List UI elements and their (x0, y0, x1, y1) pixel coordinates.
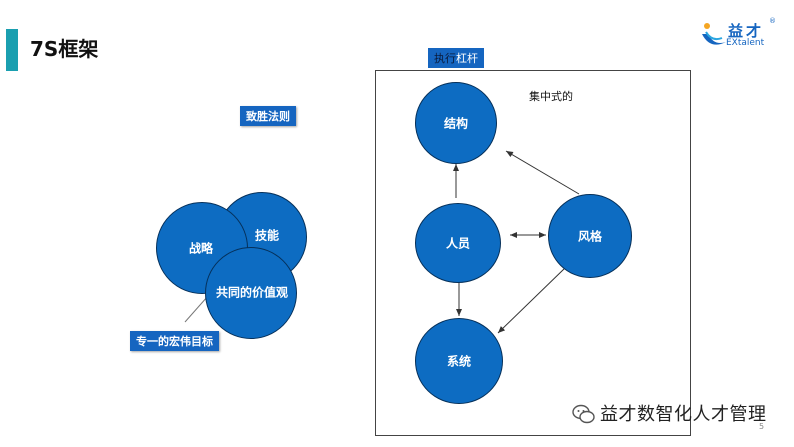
logo-registered-mark: ® (769, 17, 776, 25)
systems-node (415, 318, 503, 404)
shared-values-label: 共同的价值观 (215, 285, 289, 300)
slide-title: 7S框架 (30, 37, 99, 61)
winning-rule-label: 致胜法则 (240, 106, 296, 126)
arrow-style-to-systems (497, 267, 566, 334)
systems-label: 系统 (446, 354, 472, 369)
company-logo: 益才 ® EXtalent (700, 17, 778, 54)
shared-values-circle (205, 247, 297, 339)
execution-lever-label: 执行杠杆 (428, 48, 484, 68)
skills-label: 技能 (254, 228, 280, 243)
strategy-label: 战略 (188, 241, 214, 256)
execution-lever-frame (375, 70, 691, 436)
logo-text-en: EXtalent (726, 38, 765, 48)
logo-swoosh-icon (702, 23, 726, 45)
lever-label-part-1: 执行 (434, 52, 456, 65)
centralized-label: 集中式的 (529, 90, 573, 103)
logo-text-cn: 益才 (728, 22, 765, 40)
wechat-icon (572, 404, 595, 424)
title-accent-bar (6, 29, 18, 71)
arrow-style-to-structure (505, 150, 580, 195)
footer-watermark: 益才数智化人才管理 (600, 404, 767, 425)
page-number: 5 (759, 422, 765, 431)
structure-label: 结构 (443, 116, 469, 131)
people-node (415, 203, 501, 283)
style-node (548, 194, 632, 278)
grand-goal-label: 专一的宏伟目标 (130, 331, 219, 351)
lever-label-part-2: 杠杆 (456, 52, 478, 65)
people-label: 人员 (445, 236, 471, 251)
structure-node (415, 82, 497, 164)
style-label: 风格 (577, 229, 603, 244)
